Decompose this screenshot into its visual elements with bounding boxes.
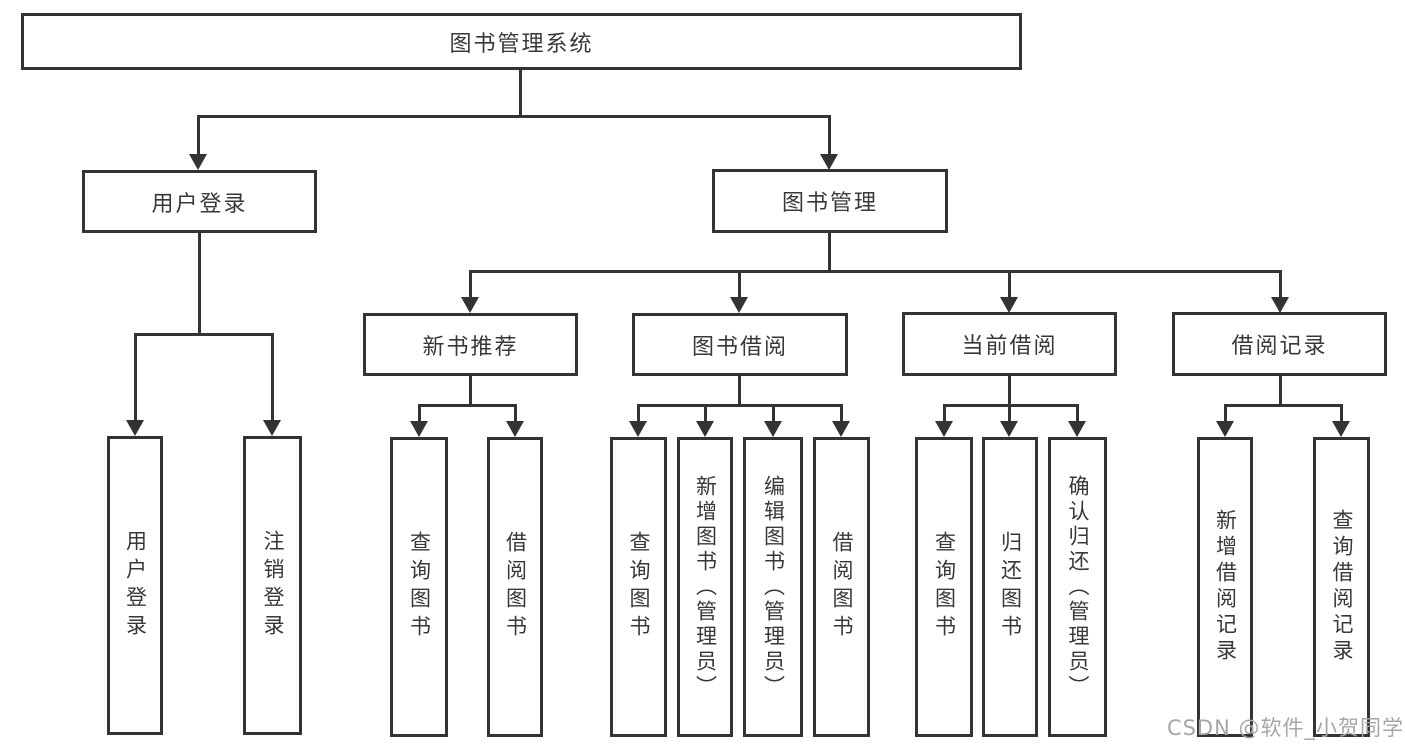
leaf-query-books-2: 查询图书 [610, 437, 667, 737]
leaf-add-borrow-record: 新增借阅记录 [1197, 437, 1253, 737]
arrowhead-icon [1271, 297, 1289, 313]
leaf-label: 归还图书 [998, 531, 1023, 643]
connector-line [840, 404, 843, 421]
connector-line [514, 404, 517, 421]
connector-line [738, 270, 741, 298]
arrowhead-icon [629, 421, 647, 437]
arrowhead-icon [1216, 421, 1234, 437]
connector-line [1008, 270, 1011, 298]
leaf-add-books-admin: 新增图书（管理员） [677, 437, 733, 737]
node-user-login-branch: 用户登录 [82, 170, 317, 233]
connector-line [1008, 404, 1011, 421]
connector-line [1279, 270, 1282, 298]
arrowhead-icon [189, 154, 207, 170]
arrowhead-icon [1000, 297, 1018, 313]
connector-line [198, 232, 201, 336]
leaf-query-books-3: 查询图书 [915, 437, 973, 737]
leaf-label: 确认归还（管理员） [1066, 474, 1090, 700]
leaf-label: 用户登录 [123, 529, 148, 642]
arrowhead-icon [1332, 421, 1350, 437]
connector-line [418, 404, 421, 421]
connector-line [828, 115, 831, 157]
connector-line [418, 404, 517, 407]
arrowhead-icon [506, 421, 524, 437]
leaf-edit-books-admin: 编辑图书（管理员） [743, 437, 803, 737]
node-label: 当前借阅 [961, 334, 1058, 359]
connector-line [943, 404, 946, 421]
connector-line [469, 270, 472, 298]
node-borrowing-records: 借阅记录 [1172, 312, 1387, 376]
leaf-query-borrow-record: 查询借阅记录 [1313, 437, 1370, 737]
connector-line [271, 333, 274, 421]
node-label: 新书推荐 [422, 334, 519, 360]
node-label: 图书管理系统 [449, 31, 594, 57]
leaf-borrow-books-2: 借阅图书 [813, 437, 870, 737]
arrowhead-icon [1000, 421, 1018, 437]
connector-line [1279, 376, 1282, 407]
leaf-label: 借阅图书 [830, 531, 854, 643]
leaf-return-books: 归还图书 [982, 437, 1038, 737]
node-current-borrowing: 当前借阅 [902, 312, 1117, 376]
node-label: 图书管理 [781, 191, 878, 216]
connector-line [637, 404, 640, 421]
connector-line [1076, 404, 1079, 421]
leaf-logout: 注销登录 [243, 436, 302, 735]
leaf-label: 查询图书 [407, 531, 432, 643]
node-label: 图书借阅 [691, 334, 788, 360]
connector-line [943, 404, 1079, 407]
arrowhead-icon [1068, 421, 1086, 437]
connector-line [134, 333, 137, 421]
leaf-query-books-1: 查询图书 [390, 437, 448, 737]
node-label: 用户登录 [151, 191, 248, 217]
connector-line [519, 69, 522, 117]
leaf-user-login: 用户登录 [107, 436, 163, 735]
arrowhead-icon [820, 154, 838, 170]
connector-line [469, 376, 472, 407]
connector-line [197, 115, 200, 157]
arrowhead-icon [126, 420, 144, 436]
arrowhead-icon [461, 297, 479, 313]
connector-line [828, 233, 831, 273]
leaf-label: 借阅图书 [503, 531, 528, 643]
arrowhead-icon [832, 421, 850, 437]
connector-line [197, 115, 831, 118]
connector-line [772, 404, 775, 421]
leaf-label: 查询图书 [627, 531, 651, 643]
node-library-management-system: 图书管理系统 [21, 13, 1022, 70]
arrowhead-icon [696, 421, 714, 437]
connector-line [469, 270, 1282, 273]
connector-line [1224, 404, 1342, 407]
arrowhead-icon [410, 421, 428, 437]
node-new-book-recommend: 新书推荐 [363, 313, 578, 376]
leaf-label: 查询借阅记录 [1330, 509, 1354, 665]
node-label: 借阅记录 [1231, 334, 1328, 359]
connector-line [637, 404, 843, 407]
connector-line [704, 404, 707, 421]
node-book-management-branch: 图书管理 [712, 169, 948, 233]
connector-line [738, 376, 741, 407]
arrowhead-icon [263, 420, 281, 436]
connector-line [1340, 404, 1343, 421]
arrowhead-icon [730, 297, 748, 313]
leaf-label: 查询图书 [932, 531, 957, 643]
connector-line [1224, 404, 1227, 421]
node-book-borrowing: 图书借阅 [632, 313, 848, 376]
arrowhead-icon [935, 421, 953, 437]
connector-line [1008, 376, 1011, 407]
leaf-label: 新增图书（管理员） [693, 474, 718, 700]
connector-line [134, 333, 274, 336]
arrowhead-icon [764, 421, 782, 437]
leaf-borrow-books-1: 借阅图书 [487, 437, 543, 737]
leaf-label: 新增借阅记录 [1213, 509, 1238, 665]
csdn-watermark: CSDN @软件_小贺同学 [1166, 716, 1404, 740]
leaf-label: 注销登录 [261, 529, 285, 642]
leaf-label: 编辑图书（管理员） [761, 474, 786, 700]
leaf-confirm-return-admin: 确认归还（管理员） [1048, 437, 1107, 737]
